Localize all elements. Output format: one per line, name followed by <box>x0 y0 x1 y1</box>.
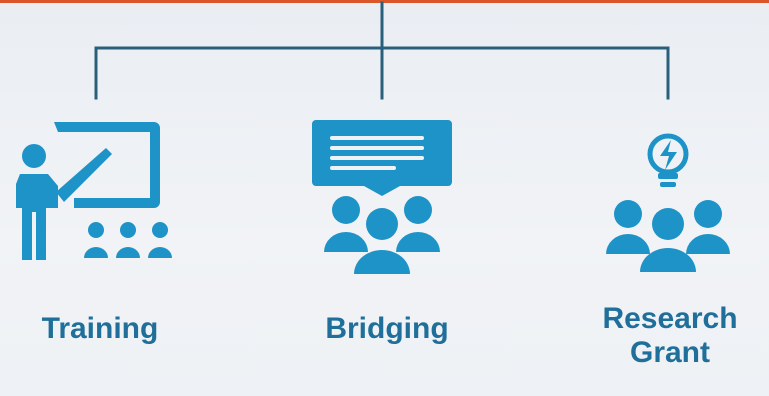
lightning-icon <box>660 140 677 170</box>
teacher-presentation-icon <box>16 122 172 260</box>
idea-group-icon <box>606 133 730 272</box>
label-bridging: Bridging <box>325 312 449 345</box>
top-accent-bar <box>0 0 769 3</box>
label-training: Training <box>41 312 159 345</box>
group-chat-icon <box>312 120 452 274</box>
label-research-grant: Research Grant <box>602 302 738 369</box>
